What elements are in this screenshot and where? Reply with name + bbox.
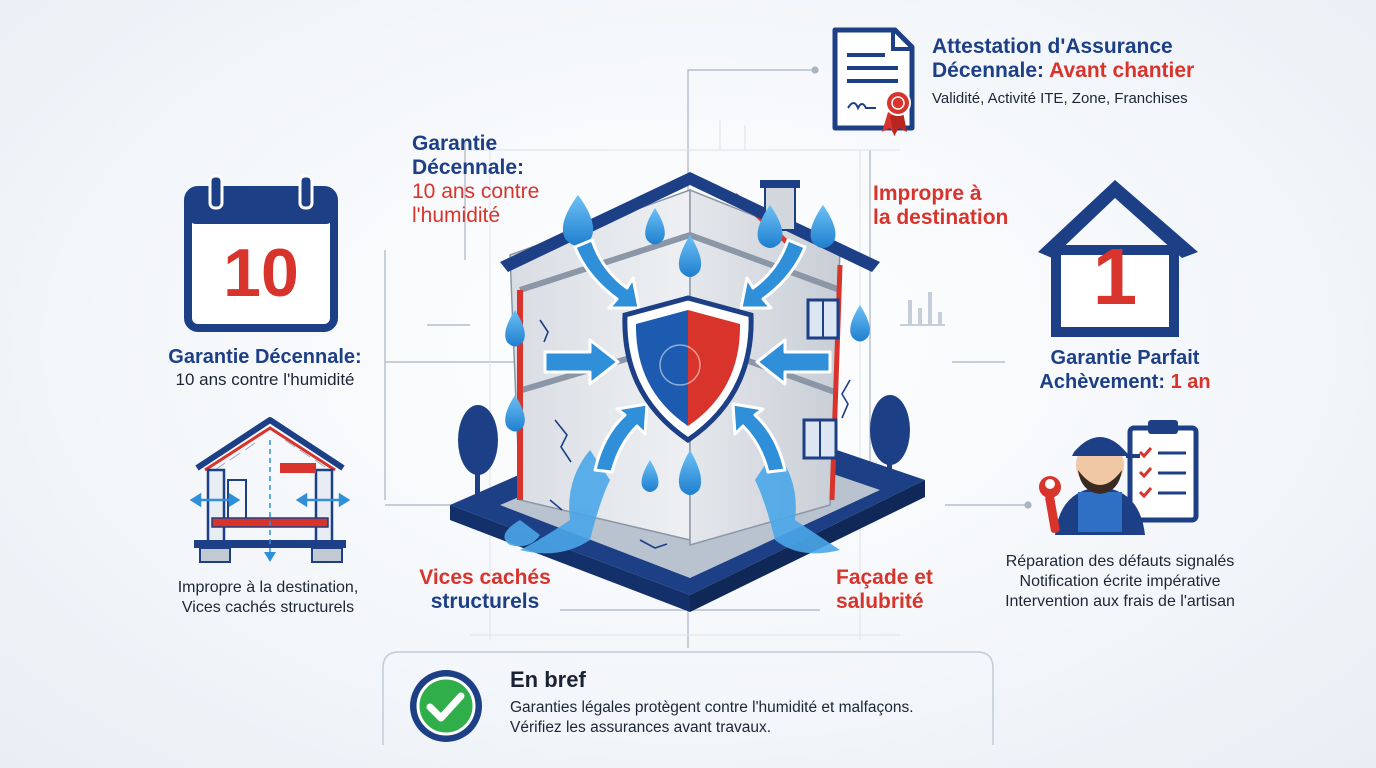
- shield-icon: [622, 295, 754, 444]
- certificate-icon: [832, 27, 915, 136]
- summary-box: En bref Garanties légales protègent cont…: [510, 668, 980, 738]
- decennale-top-label: Garantie Décennale: 10 ans contre l'humi…: [412, 132, 540, 227]
- attestation-subtitle: Décennale: Avant chantier: [932, 59, 1195, 82]
- attestation-title: Attestation d'Assurance: [932, 35, 1173, 58]
- impropre-label: Impropre à la destination: [873, 182, 1009, 229]
- house-badge-number: 1: [1092, 232, 1138, 321]
- summary-box-outline: [382, 651, 994, 745]
- attestation-block: Attestation d'Assurance Décennale: Avant…: [932, 35, 1252, 109]
- check-icon: [410, 670, 482, 742]
- attestation-details: Validité, Activité ITE, Zone, Franchises: [932, 90, 1188, 107]
- pressure-arrows: [543, 238, 832, 474]
- structure-cross-section-icon: [189, 417, 351, 563]
- decennale-left-label: Garantie Décennale: 10 ans contre l'humi…: [168, 346, 362, 389]
- facade-label: Façade et salubrité: [836, 566, 933, 613]
- vices-label: Vices cachés structurels: [419, 566, 551, 613]
- summary-title: En bref: [510, 667, 586, 692]
- worker-icon: [1039, 420, 1199, 535]
- house-badge-icon: [1038, 180, 1198, 337]
- calendar-number: 10: [223, 235, 299, 311]
- parfait-label: Garantie Parfait Achèvement: 1 an: [1039, 347, 1211, 393]
- calendar-icon: [184, 174, 338, 332]
- water-drops: [505, 195, 870, 495]
- structure-caption: Impropre à la destination, Vices cachés …: [177, 579, 359, 616]
- summary-line-1: Garanties légales protègent contre l'hum…: [510, 699, 914, 716]
- summary-line-2: Vérifiez les assurances avant travaux.: [510, 719, 772, 736]
- reparation-list: Réparation des défauts signalés Notifica…: [1005, 553, 1235, 610]
